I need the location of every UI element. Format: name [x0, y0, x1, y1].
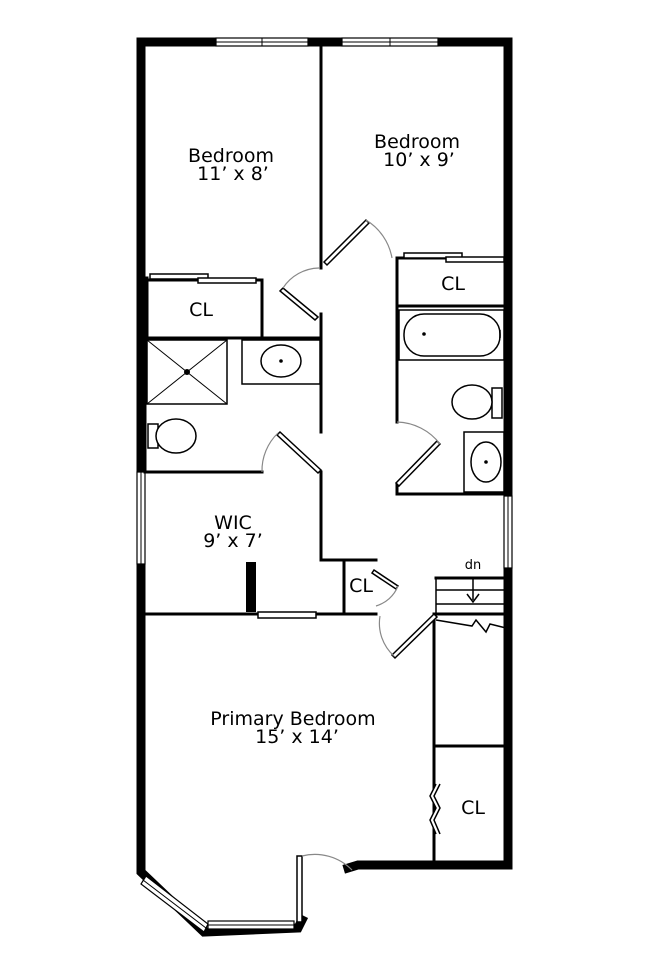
door-right-bath	[394, 421, 442, 488]
window-bedroom-left	[215, 37, 309, 47]
stairs	[434, 576, 508, 634]
sink-right	[463, 431, 505, 493]
room-name: WIC	[214, 512, 252, 534]
closet-label-primary: CL	[461, 797, 485, 819]
window-hall	[503, 495, 513, 569]
toilet-left	[147, 418, 197, 454]
room-size: 9’ x 7’	[203, 530, 263, 552]
exterior-walls	[136, 37, 513, 937]
toilet-right	[451, 384, 503, 420]
bifold-door-cl-primary	[429, 783, 441, 835]
sink-left	[241, 339, 321, 385]
room-size: 11’ x 8’	[197, 163, 269, 185]
room-wic: WIC 9’ x 7’	[203, 512, 263, 552]
room-size: 10’ x 9’	[383, 149, 455, 171]
closet-label-right: CL	[441, 273, 465, 295]
door-left-bath	[261, 430, 323, 475]
shower	[146, 339, 228, 405]
wic-partition	[246, 562, 256, 612]
door-wic	[257, 611, 317, 619]
room-primary-bedroom: Primary Bedroom 15’ x 14’	[210, 708, 375, 748]
interior-walls	[143, 42, 508, 864]
room-name: Primary Bedroom	[210, 708, 375, 730]
door-left-bedroom	[278, 267, 320, 322]
room-bedroom-left: Bedroom 11’ x 8’	[188, 145, 274, 185]
room-size: 15’ x 14’	[255, 726, 339, 748]
window-bedroom-right	[341, 37, 439, 47]
door-right-bedroom	[322, 218, 393, 267]
bathtub	[398, 309, 505, 361]
stairs-label: dn	[465, 558, 482, 573]
room-name: Bedroom	[188, 145, 274, 167]
room-name: Bedroom	[374, 131, 460, 153]
door-primary	[378, 612, 439, 660]
closet-label-hall: CL	[349, 575, 373, 597]
closet-label-left: CL	[189, 299, 213, 321]
room-bedroom-right: Bedroom 10’ x 9’	[374, 131, 460, 171]
sliding-door-cl-left	[149, 273, 257, 284]
window-bay	[140, 875, 295, 933]
window-wic	[136, 471, 146, 565]
sliding-door-cl-right	[403, 252, 505, 263]
door-primary-exterior	[296, 853, 353, 923]
door-hall-closet	[370, 568, 400, 607]
